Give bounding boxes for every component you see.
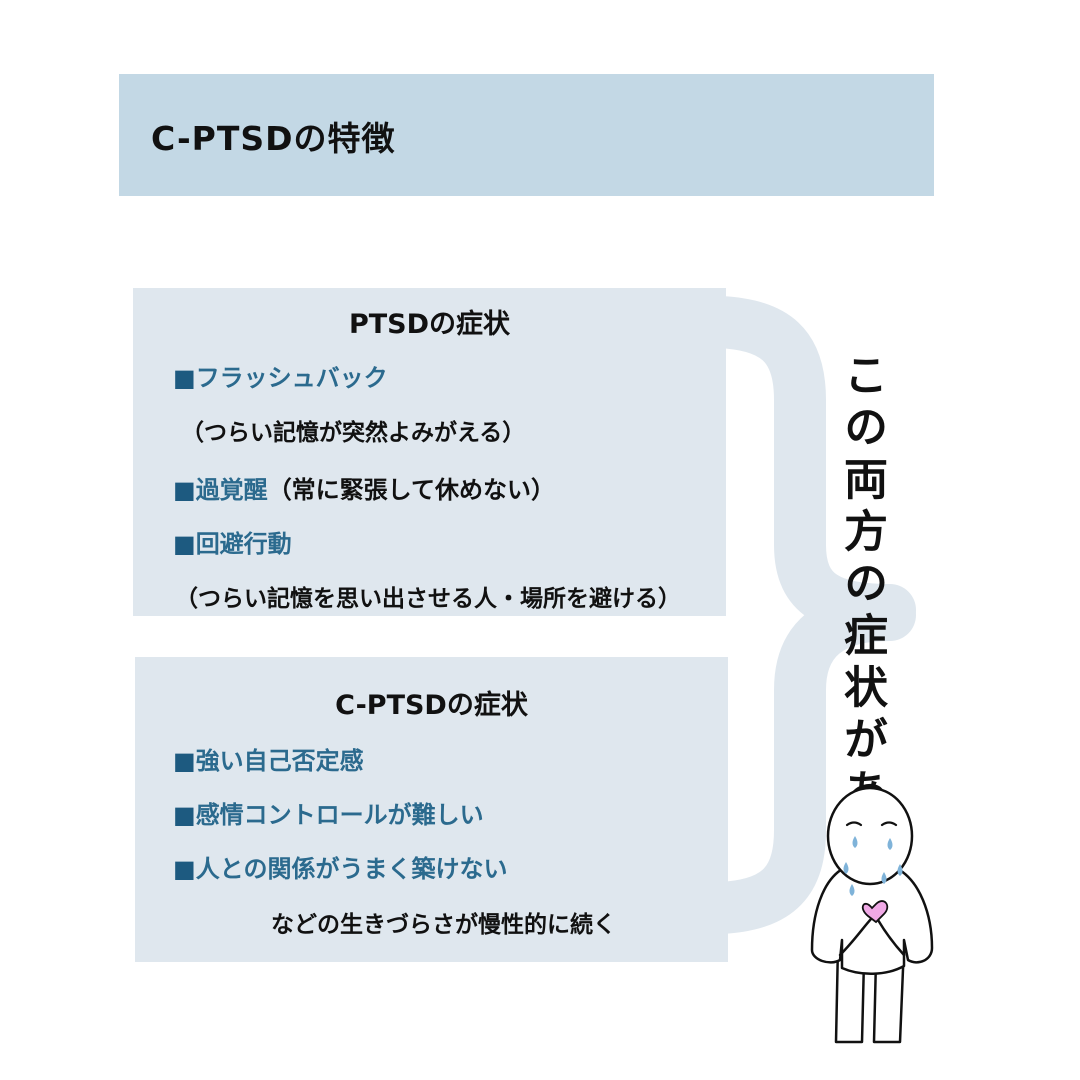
ptsd-item-note: （常に緊張して休めない） — [267, 476, 555, 504]
bullet-square-icon: ■ — [173, 530, 196, 558]
cptsd-panel: C-PTSDの症状 ■強い自己否定感 ■感情コントロールが難しい ■人との関係が… — [135, 657, 728, 962]
bullet-square-icon: ■ — [173, 364, 196, 392]
crying-figure-illustration — [810, 786, 934, 1044]
ptsd-item-label: フラッシュバック — [195, 364, 388, 392]
ptsd-sub-flashback: （つらい記憶が突然よみがえる） — [181, 420, 526, 446]
bullet-square-icon: ■ — [173, 801, 196, 829]
bullet-square-icon: ■ — [173, 855, 196, 883]
ptsd-item-flashback: ■フラッシュバック — [173, 358, 388, 393]
cptsd-item-self-denial: ■強い自己否定感 — [173, 741, 364, 776]
bullet-square-icon: ■ — [173, 476, 196, 504]
cptsd-footer: などの生きづらさが慢性的に続く — [271, 912, 616, 938]
cptsd-item-label: 人との関係がうまく築けない — [195, 855, 508, 883]
ptsd-sub-avoidance: （つらい記憶を思い出させる人・場所を避ける） — [175, 586, 681, 612]
ptsd-item-label: 過覚醒 — [195, 476, 268, 504]
cptsd-item-label: 強い自己否定感 — [195, 747, 364, 775]
cptsd-item-emotion-control: ■感情コントロールが難しい — [173, 795, 484, 830]
cptsd-heading: C-PTSDの症状 — [335, 690, 528, 721]
page-title: C-PTSDの特徴 — [151, 119, 396, 158]
ptsd-item-hyperarousal: ■過覚醒（常に緊張して休めない） — [173, 470, 555, 505]
ptsd-heading: PTSDの症状 — [348, 309, 511, 340]
ptsd-item-label: 回避行動 — [195, 530, 292, 558]
bullet-square-icon: ■ — [173, 747, 196, 775]
ptsd-item-avoidance: ■回避行動 — [173, 524, 292, 559]
cptsd-item-label: 感情コントロールが難しい — [195, 801, 484, 829]
cptsd-item-relationships: ■人との関係がうまく築けない — [173, 849, 507, 884]
title-banner: C-PTSDの特徴 — [119, 74, 934, 196]
side-caption: この両方の症状がある — [836, 352, 887, 872]
ptsd-panel: PTSDの症状 ■フラッシュバック （つらい記憶が突然よみがえる） ■過覚醒（常… — [133, 288, 726, 616]
